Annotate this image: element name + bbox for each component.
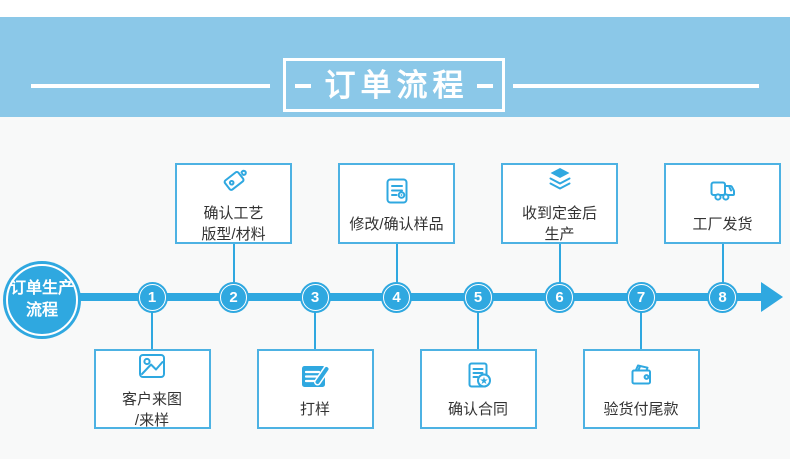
step-circle-ring — [627, 283, 655, 311]
step-number-circle: 1 — [136, 281, 168, 313]
truck-icon — [705, 173, 741, 209]
title-box: 订单流程 — [283, 58, 505, 112]
step-box: 修改/确认样品 — [338, 163, 455, 244]
step-circle-ring — [138, 283, 166, 311]
step-label: 客户来图 /来样 — [121, 390, 182, 429]
flow-area: 订单生产 流程 1 客户来图 /来样 2 确认工艺 版型/材料 3 打样 4 修改/确认样品 5… — [0, 117, 790, 459]
layers-icon — [542, 162, 578, 198]
contract-icon: ★ — [460, 358, 496, 394]
connector-line — [151, 297, 153, 349]
step-label: 打样 — [299, 401, 330, 418]
connector-line — [314, 297, 316, 349]
step-circle-ring — [464, 283, 492, 311]
step-label: 确认合同 — [447, 401, 508, 418]
flow-start-circle: 订单生产 流程 — [3, 261, 81, 339]
connector-line — [721, 244, 724, 297]
flow-arrow-head-icon — [761, 282, 783, 312]
step-circle-ring — [383, 283, 410, 311]
step-circle-ring — [546, 283, 573, 311]
step-box: 验货付尾款 — [582, 349, 700, 429]
step-number-circle: 5 — [462, 281, 494, 313]
step-circle-ring — [301, 283, 329, 311]
connector-line — [640, 297, 642, 349]
step-number-circle: 2 — [218, 281, 249, 313]
step-box: 收到定金后 生产 — [501, 163, 618, 244]
connector-line — [232, 244, 235, 297]
step-circle-ring — [220, 283, 247, 311]
step-label: 验货付尾款 — [603, 401, 679, 418]
step-number: 8 — [718, 288, 727, 306]
step-label: 收到定金后 生产 — [521, 205, 597, 243]
step-number-circle: 3 — [299, 281, 331, 313]
step-number: 2 — [229, 288, 238, 306]
header-line-right — [513, 84, 759, 88]
document-icon — [379, 173, 415, 209]
step-label: 确认工艺 版型/材料 — [201, 205, 266, 243]
wallet-icon — [623, 358, 659, 394]
start-circle-ring — [6, 264, 78, 336]
flow-start-label: 订单生产 流程 — [9, 280, 74, 319]
step-number: 4 — [392, 288, 401, 306]
step-label: 修改/确认样品 — [349, 215, 444, 233]
picture-icon — [134, 348, 170, 384]
step-number-circle: 6 — [544, 281, 575, 313]
step-number: 3 — [310, 288, 320, 306]
step-circle-ring — [709, 283, 736, 311]
header-line-left — [31, 84, 270, 88]
step-box: 确认工艺 版型/材料 — [175, 163, 292, 244]
step-number: 7 — [636, 288, 646, 306]
tag-icon — [216, 162, 252, 198]
connector-line — [477, 297, 479, 349]
connector-line — [558, 244, 561, 297]
header-band: 订单流程 — [0, 17, 790, 117]
step-box: 客户来图 /来样 — [93, 348, 211, 429]
pen-icon — [297, 358, 333, 394]
svg-text:★: ★ — [480, 376, 489, 387]
step-label: 工厂发货 — [692, 215, 753, 233]
step-number: 1 — [147, 288, 157, 306]
step-number-circle: 7 — [625, 281, 657, 313]
step-box: 工厂发货 — [664, 163, 781, 244]
step-number-circle: 8 — [707, 281, 738, 313]
header-dash-left — [295, 84, 311, 88]
step-box: ★ 确认合同 — [419, 349, 537, 429]
step-number-circle: 4 — [381, 281, 412, 313]
page-title: 订单流程 — [324, 67, 469, 103]
step-number: 5 — [473, 288, 483, 306]
step-box: 打样 — [256, 349, 374, 429]
header-dash-right — [477, 84, 493, 88]
connector-line — [395, 244, 398, 297]
step-number: 6 — [555, 288, 564, 306]
